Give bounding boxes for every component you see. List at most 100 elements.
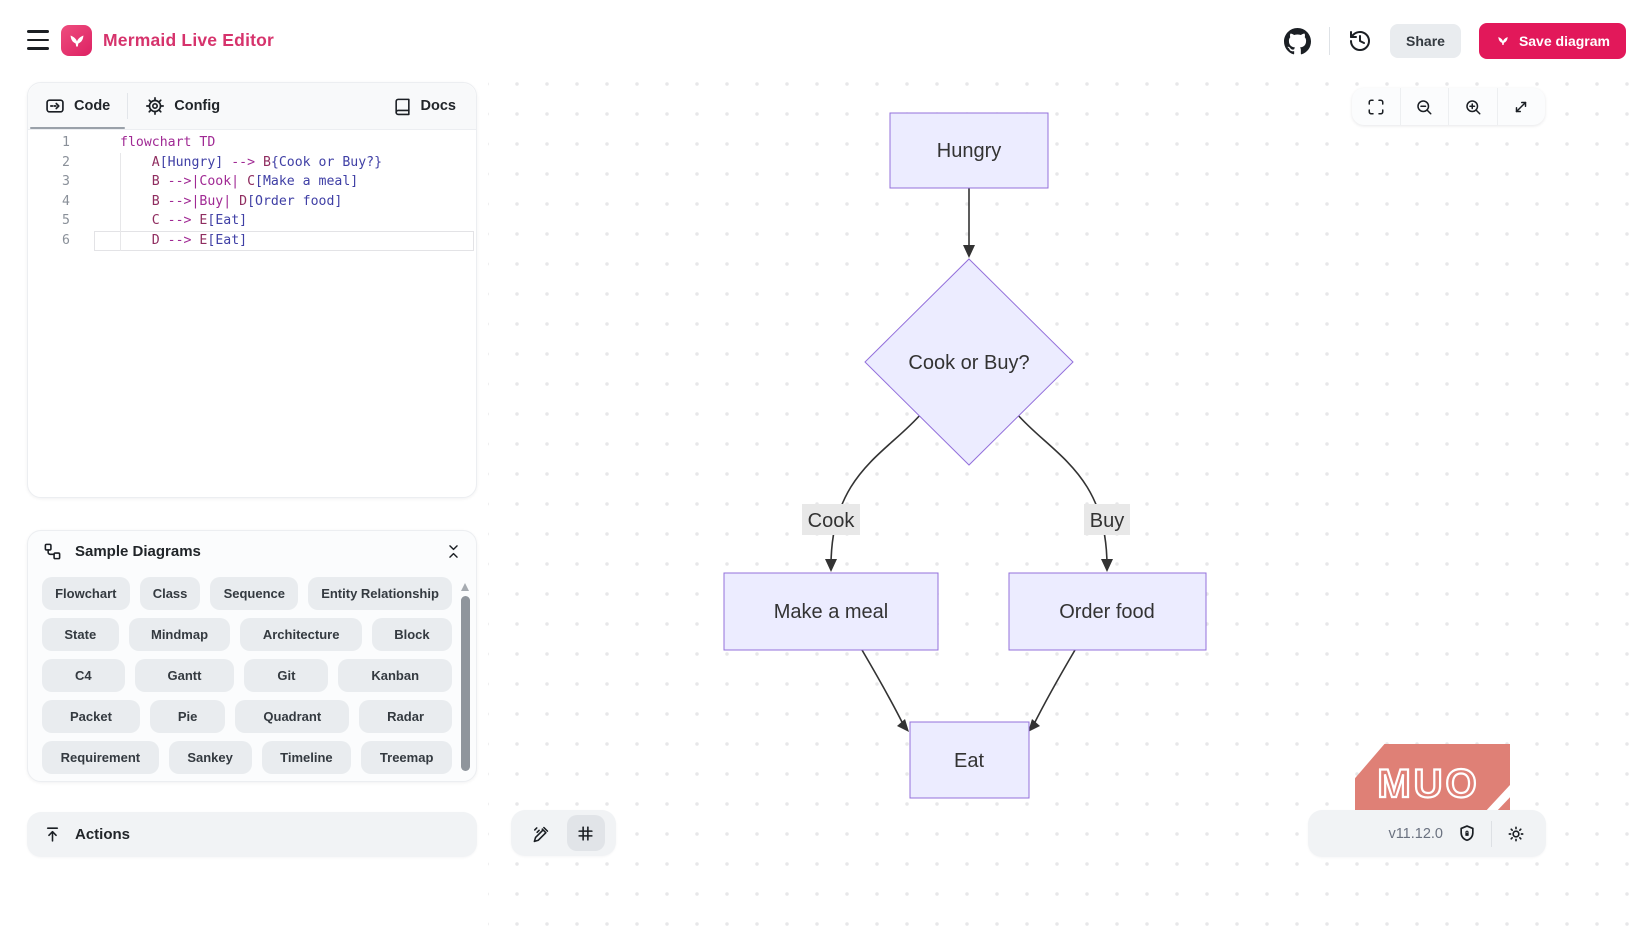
sample-block-button[interactable]: Block (371, 618, 453, 651)
svg-text:Order food: Order food (1059, 601, 1155, 623)
svg-text:Hungry: Hungry (937, 140, 1001, 162)
chevrons-down-up-icon (449, 544, 458, 558)
sample-diagrams-header: Sample Diagrams (28, 531, 476, 571)
tab-config[interactable]: Config (128, 83, 237, 129)
actions-label: Actions (75, 826, 131, 843)
share-button[interactable]: Share (1390, 24, 1461, 58)
svg-text:Eat: Eat (954, 750, 984, 772)
page-title: Mermaid Live Editor (103, 30, 275, 50)
sample-architecture-button[interactable]: Architecture (240, 618, 362, 651)
node-hungry[interactable]: Hungry (889, 112, 1049, 189)
github-button[interactable] (1284, 27, 1312, 55)
gear-icon (146, 97, 165, 115)
tab-divider (127, 93, 129, 119)
security-button[interactable] (1457, 824, 1477, 844)
grid-icon (578, 825, 593, 841)
tab-config-label: Config (174, 98, 221, 114)
sample-diagram-buttons: Flowchart Class Sequence Entity Relation… (28, 571, 476, 774)
code-line[interactable]: 5 C --> E[Eat] (28, 211, 476, 231)
sample-packet-button[interactable]: Packet (42, 700, 140, 733)
actions-panel-toggle[interactable]: Actions (27, 812, 477, 857)
docs-button[interactable]: Docs (373, 83, 476, 129)
zoom-in-icon (1466, 99, 1481, 114)
zoom-out-button[interactable] (1399, 88, 1449, 125)
code-icon (46, 99, 64, 113)
sample-mindmap-button[interactable]: Mindmap (128, 618, 231, 651)
sample-entity-relationship-button[interactable]: Entity Relationship (308, 577, 453, 610)
code-line[interactable]: 2 A[Hungry] --> B{Cook or Buy?} (28, 152, 476, 173)
save-diagram-button[interactable]: Save diagram (1478, 23, 1626, 59)
code-line[interactable]: 3 B -->|Cook| C[Make a meal] (28, 172, 476, 192)
sample-git-button[interactable]: Git (244, 659, 329, 692)
edge-label-cook: Cook (802, 504, 860, 535)
sample-treemap-button[interactable]: Treemap (361, 741, 453, 774)
edge-meal-eat (861, 649, 905, 727)
code-line[interactable]: 1 flowchart TD (28, 133, 476, 153)
app-header: Mermaid Live Editor Share Save diagram (0, 0, 1650, 82)
collapse-panel-button[interactable] (445, 543, 462, 560)
muo-watermark-text: MUO (1376, 760, 1480, 806)
sample-timeline-button[interactable]: Timeline (261, 741, 352, 774)
history-button[interactable] (1348, 29, 1372, 53)
line-number: 1 (62, 135, 70, 150)
sample-kanban-button[interactable]: Kanban (338, 659, 452, 692)
grid-toggle-button[interactable] (566, 815, 605, 851)
line-number: 3 (62, 174, 70, 190)
sample-radar-button[interactable]: Radar (359, 700, 453, 733)
code-text: flowchart TD (120, 135, 216, 150)
arrowhead (825, 559, 837, 572)
mermaid-tail-icon (70, 35, 83, 46)
resize-diagonal-button[interactable] (1496, 88, 1546, 125)
code-line[interactable]: 4 B -->|Buy| D[Order food] (28, 191, 476, 212)
pen-icon (533, 826, 549, 842)
svg-text:Cook or Buy?: Cook or Buy? (908, 352, 1029, 374)
arrowhead (1028, 719, 1040, 732)
edge-decision-meal (830, 413, 922, 567)
node-decision[interactable]: Cook or Buy? (864, 258, 1074, 466)
header-divider (1329, 27, 1331, 55)
sample-sequence-button[interactable]: Sequence (210, 577, 299, 610)
sample-sankey-button[interactable]: Sankey (168, 741, 252, 774)
edit-pen-button[interactable] (523, 815, 561, 851)
sun-icon (1508, 826, 1524, 841)
scrollbar-thumb[interactable] (461, 596, 470, 771)
status-divider (1491, 820, 1492, 847)
history-icon (1350, 31, 1370, 51)
sample-pie-button[interactable]: Pie (149, 700, 226, 733)
editor-panel: Code Config Docs 1 flowchart TD 2 A[Hung… (27, 82, 477, 498)
flowchart-diagram: Hungry Cook or Buy? Make a meal Order fo… (723, 112, 1207, 799)
sample-state-button[interactable]: State (42, 618, 119, 651)
canvas-tools (511, 810, 616, 856)
code-line-current[interactable]: 6 D --> E[Eat] (28, 230, 476, 251)
svg-text:Buy: Buy (1090, 510, 1124, 532)
fit-view-button[interactable] (1352, 88, 1400, 125)
tab-code[interactable]: Code (28, 83, 127, 129)
version-label: v11.12.0 (1388, 825, 1443, 842)
code-text: D --> E[Eat] (94, 230, 474, 251)
sample-c4-button[interactable]: C4 (42, 659, 125, 692)
code-text: A[Hungry] --> B{Cook or Buy?} (94, 152, 474, 173)
node-make-a-meal[interactable]: Make a meal (723, 572, 939, 651)
code-text: C --> E[Eat] (94, 211, 474, 231)
hamburger-menu-icon[interactable] (27, 30, 49, 50)
mermaid-logo[interactable] (61, 25, 92, 56)
edge-order-eat (1032, 649, 1076, 727)
node-order-food[interactable]: Order food (1008, 572, 1207, 651)
arrowhead (963, 245, 975, 258)
sample-requirement-button[interactable]: Requirement (42, 741, 159, 774)
theme-toggle-button[interactable] (1506, 824, 1526, 844)
export-up-icon (46, 827, 59, 842)
sample-class-button[interactable]: Class (139, 577, 201, 610)
svg-text:Cook: Cook (808, 510, 856, 532)
diagram-zoom-toolbar (1352, 88, 1545, 125)
node-eat[interactable]: Eat (909, 721, 1030, 799)
scroll-up-arrow[interactable] (461, 583, 469, 591)
zoom-in-button[interactable] (1448, 88, 1497, 125)
sample-gantt-button[interactable]: Gantt (134, 659, 235, 692)
sample-quadrant-button[interactable]: Quadrant (235, 700, 350, 733)
docs-label: Docs (420, 98, 456, 114)
code-editor[interactable]: 1 flowchart TD 2 A[Hungry] --> B{Cook or… (28, 130, 476, 251)
samples-scrollbar[interactable] (461, 583, 470, 773)
sample-flowchart-button[interactable]: Flowchart (42, 577, 130, 610)
